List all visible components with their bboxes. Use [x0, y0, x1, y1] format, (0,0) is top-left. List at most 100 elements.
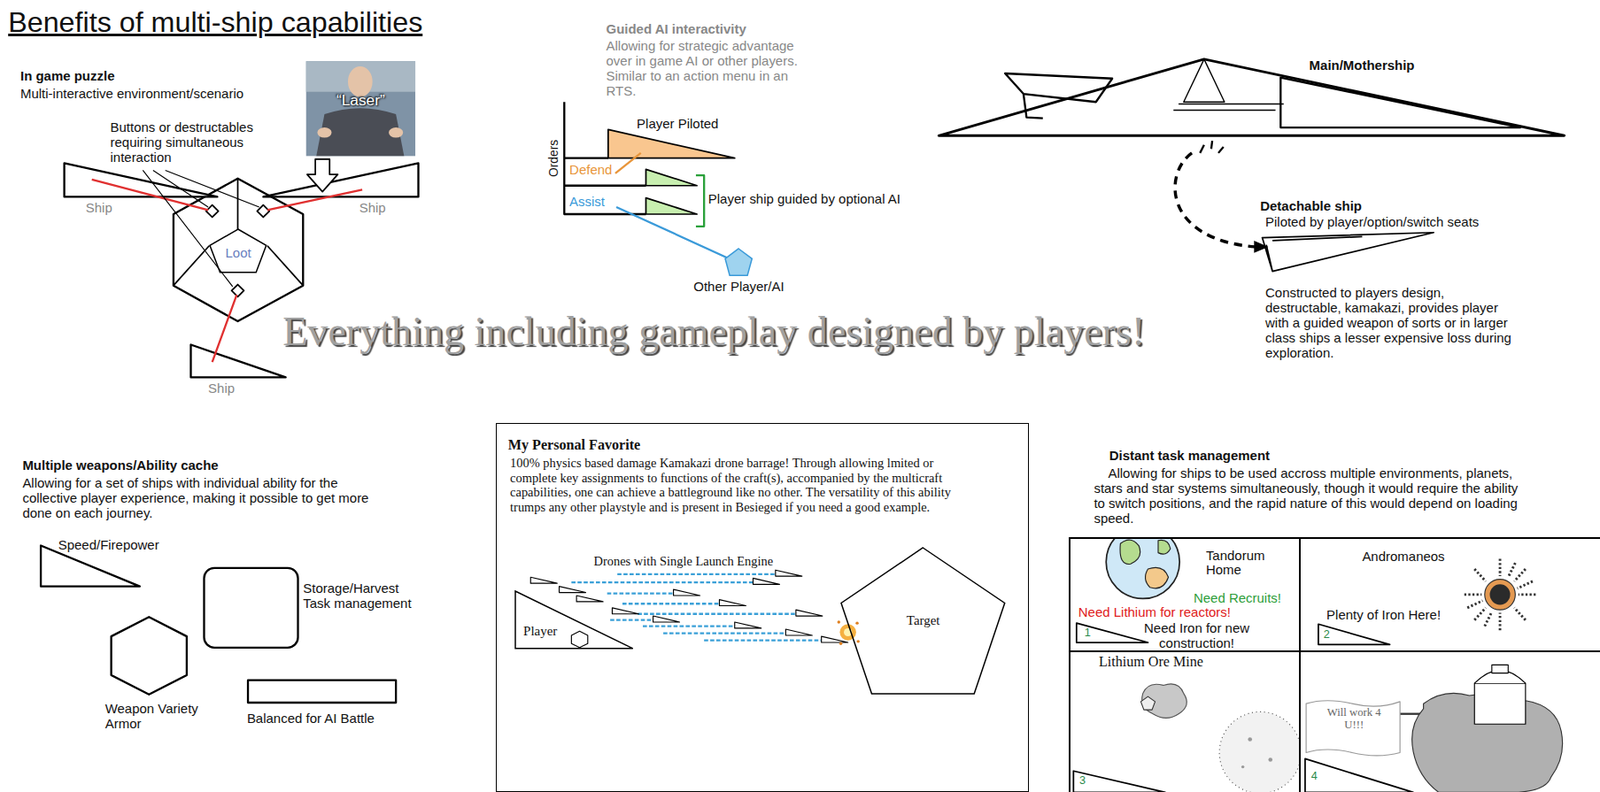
home-planet: [1105, 538, 1180, 599]
explosion-part: [839, 641, 843, 645]
home-planet-part: [1145, 567, 1169, 588]
planet-name: Tandorum Home: [1205, 548, 1278, 579]
section-text: Allowing for ships to be used accross mu…: [1093, 465, 1533, 527]
shape-label: Speed/Firepower: [58, 537, 160, 553]
black-hole-part: [1490, 584, 1511, 605]
section-heading: In game puzzle: [20, 68, 115, 84]
laser-photo-part: [316, 127, 332, 139]
need-note: Need Iron for new construction!: [1139, 621, 1254, 651]
space-station-part: [1491, 664, 1508, 673]
box-text: 100% physics based damage Kamakazi drone…: [510, 456, 974, 515]
ship-label: Ship: [359, 200, 387, 216]
drone-part: [785, 629, 812, 636]
shape-label: Balanced for AI Battle: [247, 711, 375, 727]
puzzle-hexagon-part: [173, 178, 303, 322]
ship-text: Piloted by player/option/switch seats: [1265, 214, 1479, 230]
section-text: Multi-interactive environment/scenario: [20, 85, 244, 101]
drawing: [40, 59, 1565, 792]
banner-text: Everything including gameplay designed b…: [282, 311, 1145, 353]
drone-streak: [571, 574, 821, 642]
need-note: Need Recruits!: [1193, 590, 1282, 606]
section-text: Allowing for a set of ships with individ…: [22, 475, 375, 522]
puzzle-hexagon-part: [206, 205, 270, 298]
section-text: Allowing for strategic advantage over in…: [606, 38, 812, 100]
callout-number: 2: [1323, 628, 1330, 642]
home-planet-part: [1120, 540, 1141, 565]
home-planet-part: [1105, 538, 1180, 599]
drone-caption: Drones with Single Launch Engine: [594, 554, 773, 570]
detachable-ship-part: [1262, 232, 1435, 272]
task-cell: Will work 4 U!!! 4: [1300, 650, 1600, 792]
orders-chart: [564, 101, 735, 258]
ship-shape-part: [191, 345, 286, 379]
drone-part: [576, 595, 603, 603]
node-shape: [209, 229, 267, 273]
fleet-ship-part: [1073, 771, 1166, 792]
ability-shapes-part: [203, 568, 298, 649]
node-shape: [725, 248, 752, 276]
drone-part: [734, 622, 762, 629]
mothership-part: [1004, 73, 1113, 119]
fleet-ship-part: [1305, 758, 1414, 792]
player-pentagon: Other Player/AI: [724, 247, 753, 277]
mothership-part: [938, 59, 1564, 136]
favorite-box: PlayerTargetMy Personal Favorite100% phy…: [495, 423, 1029, 792]
axis-label: Orders: [547, 139, 562, 177]
node-outline: [514, 590, 634, 650]
ship-label: Player: [523, 624, 557, 640]
space-station: [1306, 664, 1563, 792]
node-shape: [515, 591, 634, 650]
ship-text: Constructed to players design, destructa…: [1265, 285, 1521, 362]
node-outline: [724, 247, 753, 277]
ore-asteroid-part: [1140, 696, 1155, 711]
detach-arc-part: [1174, 153, 1255, 248]
order-label: Assist: [569, 193, 605, 209]
drone-part: [775, 570, 803, 577]
drone-part: [718, 600, 746, 607]
callout-number: 3: [1079, 774, 1086, 789]
planet-name: Andromaneos: [1361, 548, 1445, 565]
callout-number: 4: [1311, 770, 1318, 784]
dotted-planet-part: [1219, 711, 1300, 792]
ship-label: Player Piloted: [636, 115, 719, 132]
leader-line: [142, 170, 259, 286]
ability-shapes-part: [111, 617, 187, 696]
callout-number: 1: [1084, 626, 1091, 641]
detachable-ship: [1262, 232, 1435, 272]
page-title: Benefits of multi-ship capabilities: [7, 6, 423, 39]
flag-text: Will work 4 U!!!: [1323, 707, 1385, 733]
ability-shapes: [40, 546, 396, 704]
shape-label: Storage/Harvest Task management: [302, 580, 426, 611]
loot-label: Loot: [224, 245, 251, 261]
section-heading: Distant task management: [1109, 448, 1270, 464]
node-label: Other Player/AI: [693, 278, 784, 294]
node-shape: [841, 548, 1005, 695]
detach-arc: [1174, 140, 1268, 254]
drone-streak-part: [571, 574, 821, 642]
orders-chart-part: [645, 169, 697, 186]
black-hole-part: [1484, 579, 1516, 611]
orders-chart-part: [608, 129, 735, 158]
shape-label: Weapon Variety Armor: [105, 701, 213, 732]
fleet-ship-part: [1076, 623, 1149, 643]
dotted-planet: [1219, 711, 1300, 792]
dotted-planet-part: [1247, 737, 1253, 743]
home-planet-part: [1158, 540, 1171, 555]
explosion-part: [837, 620, 841, 624]
space-station-part: [1474, 683, 1526, 725]
loot-pentagon: Loot: [208, 228, 268, 274]
fleet-ship-part: [1318, 624, 1391, 645]
drone-part: [752, 578, 780, 585]
drone-part: [653, 616, 681, 623]
mothership: [938, 59, 1564, 136]
need-note: Need Lithium for reactors!: [1078, 604, 1231, 620]
fleet-ship: [1073, 623, 1414, 792]
section-heading: Guided AI interactivity: [606, 21, 747, 37]
ship-label: Ship: [85, 200, 113, 216]
laser-photo-part: [388, 127, 403, 139]
drone-part: [796, 610, 823, 617]
leader-line-part: [142, 170, 259, 286]
drone-part: [673, 589, 701, 596]
